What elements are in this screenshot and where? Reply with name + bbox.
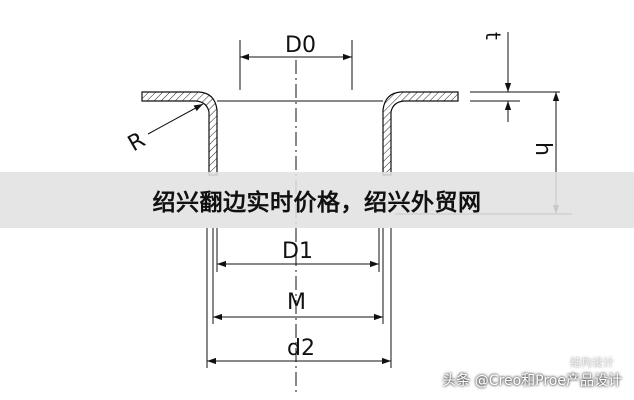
m-label: M: [287, 290, 306, 315]
right-flange-section: [382, 91, 459, 176]
d2-label: d2: [287, 336, 315, 361]
r-leader: [147, 103, 204, 135]
d0-label: D0: [285, 33, 316, 58]
watermark: 头条 @Creo和Proe产品设计: [442, 373, 622, 389]
title-banner: 绍兴翻边实时价格，绍兴外贸网: [0, 172, 634, 228]
d1-label: D1: [282, 239, 313, 264]
h-label: h: [530, 142, 555, 156]
left-flange-section: [141, 91, 218, 176]
r-label: R: [124, 128, 150, 157]
watermark-sub: 结构设计: [570, 356, 614, 369]
t-label: t: [481, 32, 505, 40]
banner-title: 绍兴翻边实时价格，绍兴外贸网: [152, 190, 482, 216]
